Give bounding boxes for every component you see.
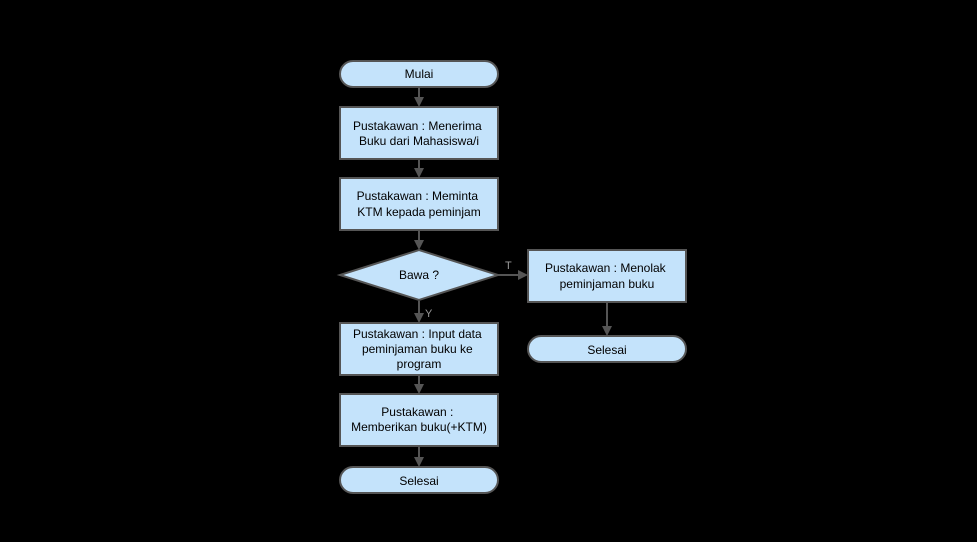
edge-label-y: Y <box>425 308 433 320</box>
give-book-process: Pustakawan : Memberikan buku(+KTM) <box>339 393 499 447</box>
ask-ktm-process: Pustakawan : Meminta KTM kepada peminjam <box>339 177 499 231</box>
start-label: Mulai <box>405 67 434 81</box>
end-reject-label: Selesai <box>587 343 626 357</box>
receive-book-label: Pustakawan : Menerima Buku dari Mahasisw… <box>353 119 485 148</box>
ask-ktm-label: Pustakawan : Meminta KTM kepada peminjam <box>357 189 482 219</box>
input-data-label: Pustakawan : Input data peminjaman buku … <box>353 327 485 371</box>
bawa-decision: Bawa ? <box>336 248 502 302</box>
end-main-label: Selesai <box>399 474 438 488</box>
give-book-label: Pustakawan : Memberikan buku(+KTM) <box>351 405 487 434</box>
end-main-terminator: Selesai <box>339 466 499 494</box>
start-terminator: Mulai <box>339 60 499 88</box>
receive-book-process: Pustakawan : Menerima Buku dari Mahasisw… <box>339 106 499 160</box>
input-data-process: Pustakawan : Input data peminjaman buku … <box>339 322 499 376</box>
decision-label: Bawa ? <box>399 268 439 282</box>
edge-label-t: T <box>505 260 512 272</box>
end-reject-terminator: Selesai <box>527 335 687 363</box>
edges-group: Y T <box>414 87 612 467</box>
reject-label: Pustakawan : Menolak peminjaman buku <box>545 261 669 291</box>
reject-process: Pustakawan : Menolak peminjaman buku <box>527 249 687 303</box>
